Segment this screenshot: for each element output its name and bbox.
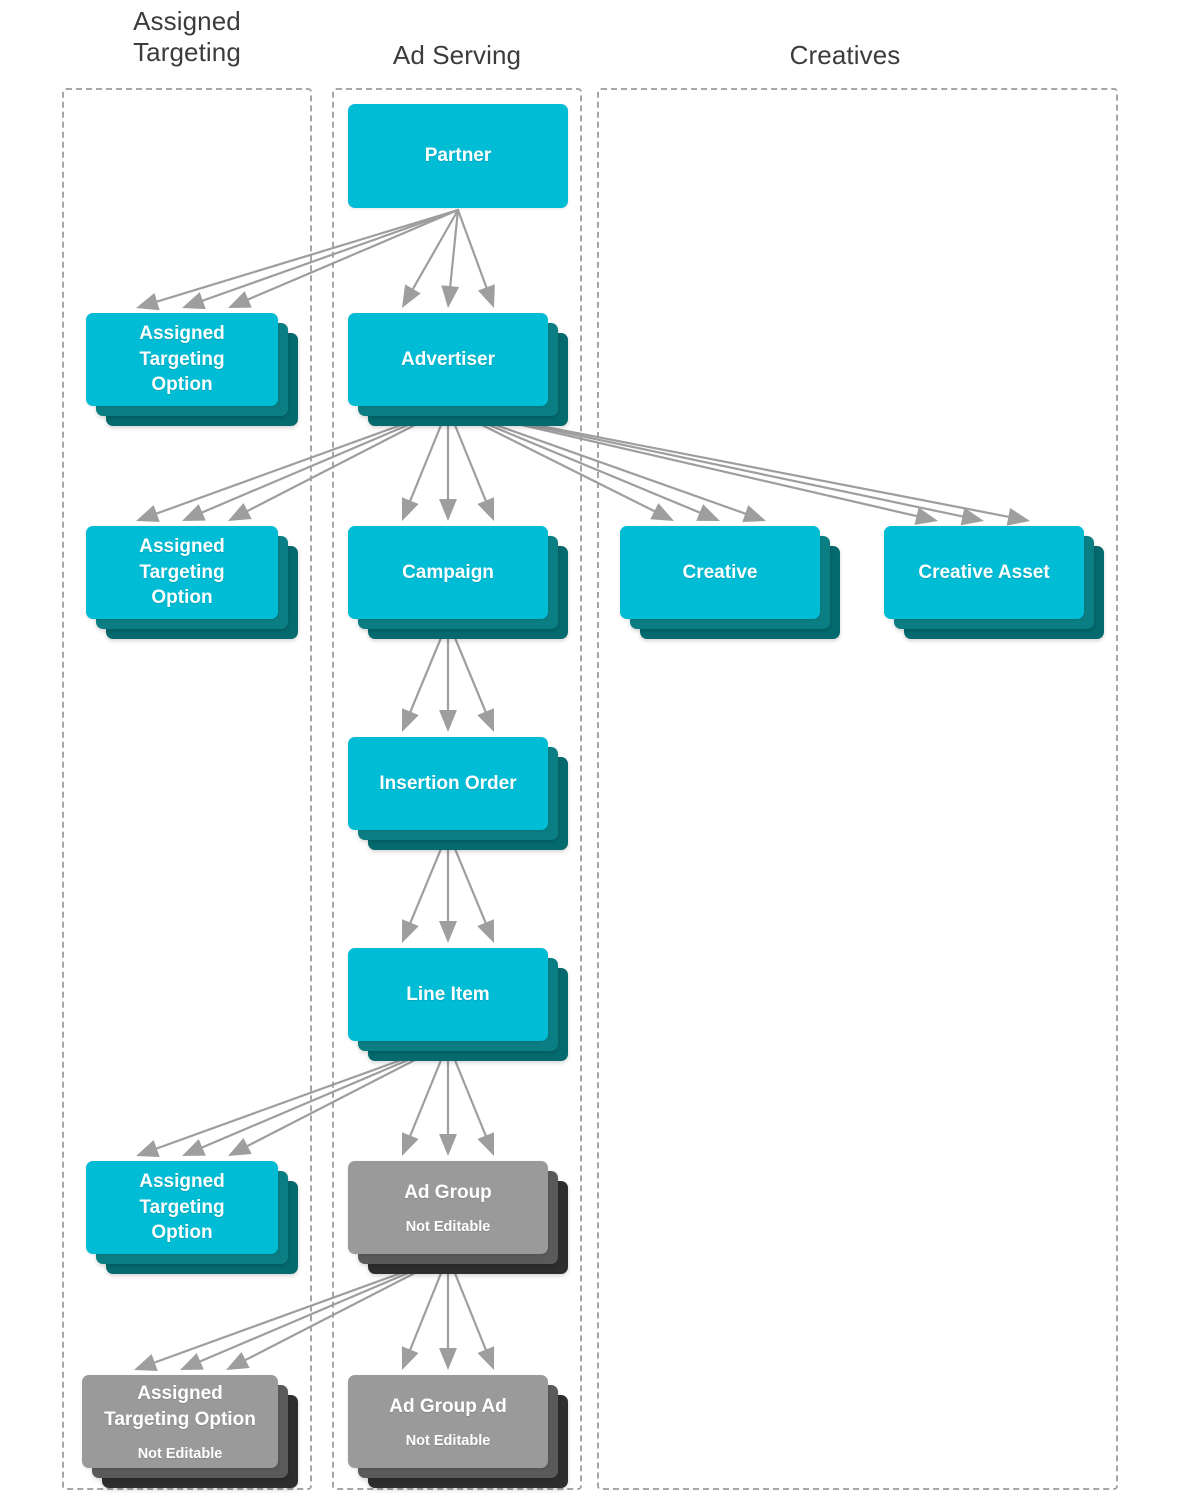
- node-title: Assigned Targeting Option: [139, 1171, 225, 1244]
- node-creative-asset[interactable]: Creative Asset: [884, 526, 1104, 639]
- node-ato-1[interactable]: Assigned Targeting Option: [86, 313, 298, 426]
- node-advertiser[interactable]: Advertiser: [348, 313, 568, 426]
- node-title: Ad Group Ad: [389, 1395, 507, 1417]
- node-editability-label: Not Editable: [137, 1446, 223, 1463]
- node-title: Partner: [424, 145, 492, 167]
- node-card[interactable]: Assigned Targeting Option: [86, 526, 278, 619]
- column-region-ad-serving: [332, 88, 582, 1490]
- column-region-assigned-targeting: [62, 88, 312, 1490]
- node-title: Creative: [682, 561, 758, 583]
- node-card[interactable]: Assigned Targeting Option: [86, 1161, 278, 1254]
- node-insertion-order[interactable]: Insertion Order: [348, 737, 568, 850]
- node-creative[interactable]: Creative: [620, 526, 840, 639]
- node-title: Advertiser: [401, 348, 495, 370]
- node-card[interactable]: Assigned Targeting Option: [86, 313, 278, 406]
- node-editability-label: Not Editable: [405, 1219, 491, 1236]
- node-card[interactable]: Advertiser: [348, 313, 548, 406]
- column-region-creatives: [597, 88, 1118, 1490]
- node-card[interactable]: Ad Group Ad Not Editable: [348, 1375, 548, 1468]
- column-header-creatives: Creatives: [789, 40, 901, 70]
- node-campaign[interactable]: Campaign: [348, 526, 568, 639]
- node-card[interactable]: Campaign: [348, 526, 548, 619]
- column-header-ad-serving: Ad Serving: [392, 40, 522, 70]
- node-line-item[interactable]: Line Item: [348, 948, 568, 1061]
- node-editability-label: Not Editable: [405, 1433, 491, 1450]
- node-title: Assigned Targeting Option: [139, 536, 225, 609]
- node-ato-3[interactable]: Assigned Targeting Option: [86, 1161, 298, 1274]
- node-ato-2[interactable]: Assigned Targeting Option: [86, 526, 298, 639]
- node-card[interactable]: Line Item: [348, 948, 548, 1041]
- node-card[interactable]: Partner: [348, 104, 568, 208]
- node-card[interactable]: Creative: [620, 526, 820, 619]
- node-partner[interactable]: Partner: [348, 104, 568, 208]
- node-title: Assigned Targeting Option: [104, 1382, 256, 1430]
- node-ad-group-ad[interactable]: Ad Group Ad Not Editable: [348, 1375, 568, 1488]
- node-title: Line Item: [406, 983, 490, 1005]
- column-header-assigned-targeting: Assigned Targeting: [133, 6, 241, 67]
- node-title: Insertion Order: [379, 772, 517, 794]
- node-card[interactable]: Insertion Order: [348, 737, 548, 830]
- node-title: Ad Group: [404, 1181, 492, 1203]
- node-title: Assigned Targeting Option: [139, 323, 225, 396]
- node-card[interactable]: Creative Asset: [884, 526, 1084, 619]
- node-title: Campaign: [402, 561, 494, 583]
- node-title: Creative Asset: [918, 561, 1050, 583]
